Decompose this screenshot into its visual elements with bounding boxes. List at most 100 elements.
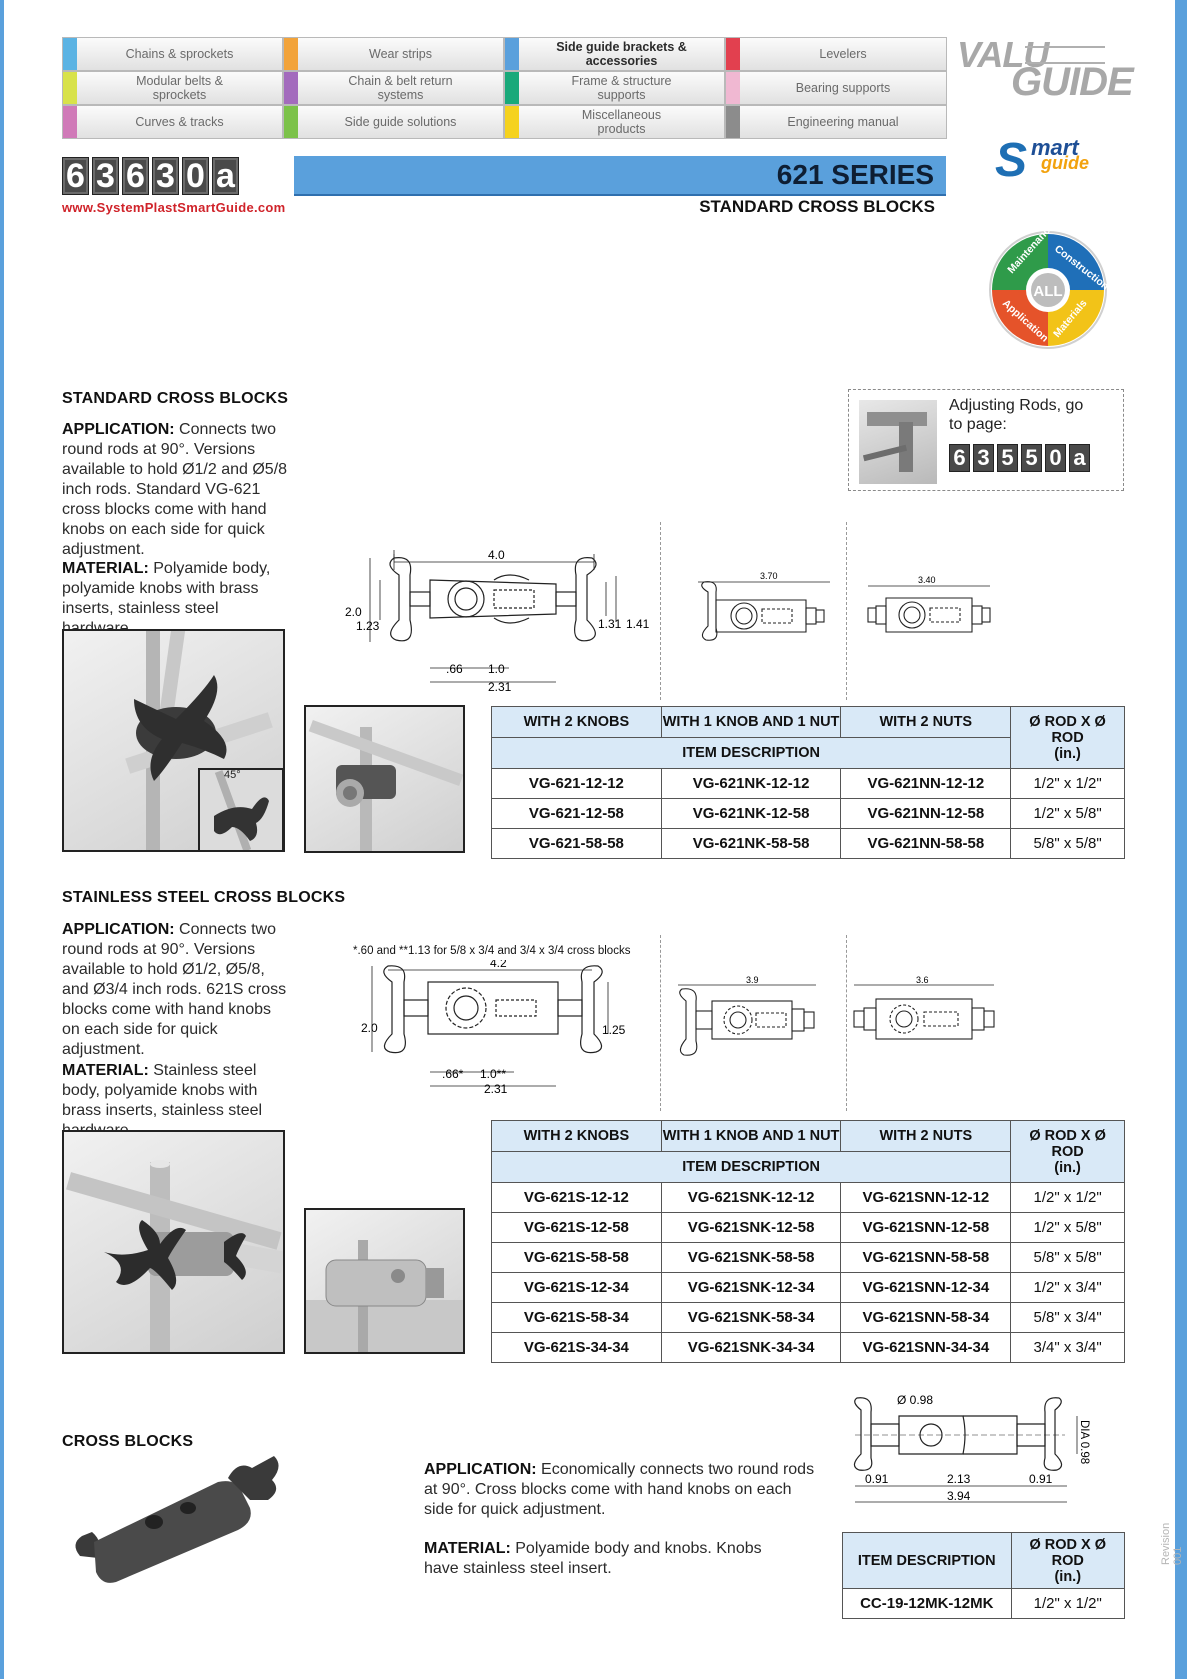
col-header-rod: Ø ROD X Ø ROD(in.) — [1010, 1120, 1125, 1183]
smart-guide-logo: S mart guide — [995, 134, 1089, 187]
nav-swatch — [284, 72, 298, 104]
standard-knob-nut-drawing: 3.70 — [698, 571, 830, 641]
nav-item-wear-strips[interactable]: Wear strips — [283, 37, 504, 71]
standard-cross-block-photo — [62, 629, 285, 852]
col-header-2-knobs: WITH 2 KNOBS — [491, 706, 662, 738]
drawing-divider — [660, 522, 661, 700]
nav-item-modular-belts[interactable]: Modular belts & sprockets — [62, 71, 283, 105]
website-link[interactable]: www.SystemPlastSmartGuide.com — [62, 200, 286, 215]
dim-offset: .66 — [446, 662, 463, 676]
dim-width: 4.2 — [490, 960, 507, 970]
nav-swatch — [726, 38, 740, 70]
section-heading-cross-blocks: CROSS BLOCKS — [62, 1433, 194, 1450]
col-header-rod: Ø ROD X Ø ROD(in.) — [1010, 706, 1125, 769]
nav-item-engineering-manual[interactable]: Engineering manual — [725, 105, 947, 139]
drawing-divider — [660, 935, 661, 1111]
nav-item-frame-supports[interactable]: Frame & structure supports — [504, 71, 725, 105]
nav-item-chains-sprockets[interactable]: Chains & sprockets — [62, 37, 283, 71]
dim-left-knob: 0.91 — [865, 1472, 889, 1486]
col-header-2-nuts: WITH 2 NUTS — [840, 706, 1012, 738]
stainless-nut-version-photo — [304, 1208, 465, 1354]
nav-swatch — [284, 106, 298, 138]
nav-item-side-guide-brackets[interactable]: Side guide brackets & accessories — [504, 37, 725, 71]
nav-item-curves-tracks[interactable]: Curves & tracks — [62, 105, 283, 139]
valu-guide-logo: VALU GUIDE — [957, 34, 1134, 104]
dim-right-outer: 1.41 — [626, 617, 650, 631]
angle-label: 45° — [224, 769, 241, 781]
item-description-header: ITEM DESCRIPTION — [490, 1151, 1012, 1183]
nav-swatch — [284, 38, 298, 70]
dim-center: 1.0** — [480, 1067, 506, 1081]
page-code-digit: a — [212, 157, 239, 195]
dim-two-nut-width: 3.6 — [916, 975, 929, 985]
nav-item-miscellaneous[interactable]: Miscellaneous products — [504, 105, 725, 139]
dim-right-inner: 1.31 — [598, 617, 622, 631]
stainless-drawing-note: *.60 and **1.13 for 5/8 x 3/4 and 3/4 x … — [353, 945, 631, 957]
page-code-digit: 0 — [182, 157, 209, 195]
standard-application-text: APPLICATION: Connects two round rods at … — [62, 421, 288, 558]
series-title: 621 SERIES — [776, 159, 934, 190]
cross-blocks-application-text: APPLICATION: Economically connects two r… — [424, 1461, 815, 1518]
adjusting-rod-photo — [859, 400, 937, 484]
nav-swatch — [726, 106, 740, 138]
dim-right-knob: 0.91 — [1029, 1472, 1053, 1486]
col-header-2-knobs: WITH 2 KNOBS — [491, 1120, 662, 1152]
drawing-divider — [846, 522, 847, 700]
cross-block-drawing: Ø 0.98 DIA 0.98 0.91 2.13 0.91 3.94 — [853, 1393, 1090, 1503]
nav-swatch — [63, 72, 77, 104]
dim-diameter-top: Ø 0.98 — [897, 1393, 933, 1407]
drawing-divider — [846, 935, 847, 1111]
stainless-application-text: APPLICATION: Connects two round rods at … — [62, 921, 287, 1058]
nav-item-return-systems[interactable]: Chain & belt return systems — [283, 71, 504, 105]
dim-body: 2.13 — [947, 1472, 971, 1486]
page-code-digit: 6 — [62, 157, 89, 195]
nav-swatch — [505, 38, 519, 70]
nav-item-side-guide-solutions[interactable]: Side guide solutions — [283, 105, 504, 139]
nav-swatch — [505, 106, 519, 138]
stainless-cross-block-photo — [62, 1130, 285, 1354]
dim-offset: .66* — [442, 1067, 464, 1081]
col-header-knob-nut: WITH 1 KNOB AND 1 NUT — [660, 1120, 842, 1152]
col-header-2-nuts: WITH 2 NUTS — [840, 1120, 1012, 1152]
stainless-knob-nut-drawing: 3.9 — [678, 975, 816, 1056]
page-subtitle: STANDARD CROSS BLOCKS — [699, 197, 935, 216]
dim-diameter-side: DIA 0.98 — [1078, 1420, 1090, 1464]
standard-2-nut-drawing: 3.40 — [867, 576, 991, 633]
dim-height: 2.0 — [345, 605, 362, 619]
nav-swatch — [63, 106, 77, 138]
dim-total: 3.94 — [947, 1489, 971, 1503]
page-code-digit: 3 — [92, 157, 119, 195]
dim-two-nut-width: 3.40 — [918, 576, 936, 585]
item-description-header: ITEM DESCRIPTION — [842, 1532, 1012, 1589]
dim-height: 2.0 — [361, 1021, 378, 1035]
dim-height-inner: 1.23 — [356, 619, 380, 633]
dim-width: 4.0 — [488, 550, 505, 562]
nav-item-bearing-supports[interactable]: Bearing supports — [725, 71, 947, 105]
col-header-rod: Ø ROD X Ø ROD(in.) — [1010, 1532, 1126, 1589]
dim-right: 1.25 — [602, 1023, 626, 1037]
stainless-2-knob-drawing: 4.2 2.0 1.25 .66* 1.0** 2.31 — [361, 960, 626, 1095]
right-edge-bar — [1175, 0, 1187, 1679]
nav-item-levelers[interactable]: Levelers — [725, 37, 947, 71]
page-code: 6 3 6 3 0 a — [62, 157, 239, 195]
standard-2-knob-drawing: 4.0 2.0 1.23 1.31 1.41 .66 1.0 2.31 — [345, 550, 650, 694]
stainless-2-nut-drawing: 3.6 — [853, 975, 995, 1040]
stainless-material-text: MATERIAL: Stainless steel body, polyamid… — [62, 1062, 263, 1139]
nav-swatch — [63, 38, 77, 70]
standard-nut-version-photo — [304, 705, 465, 853]
category-wheel-icon: ALL Maintenance Construction Materials A… — [989, 230, 1108, 349]
nav-swatch — [505, 72, 519, 104]
section-heading-standard: STANDARD CROSS BLOCKS — [62, 390, 289, 407]
nav-swatch — [726, 72, 740, 104]
left-edge-bar — [0, 0, 4, 1679]
section-heading-stainless: STAINLESS STEEL CROSS BLOCKS — [62, 889, 346, 906]
